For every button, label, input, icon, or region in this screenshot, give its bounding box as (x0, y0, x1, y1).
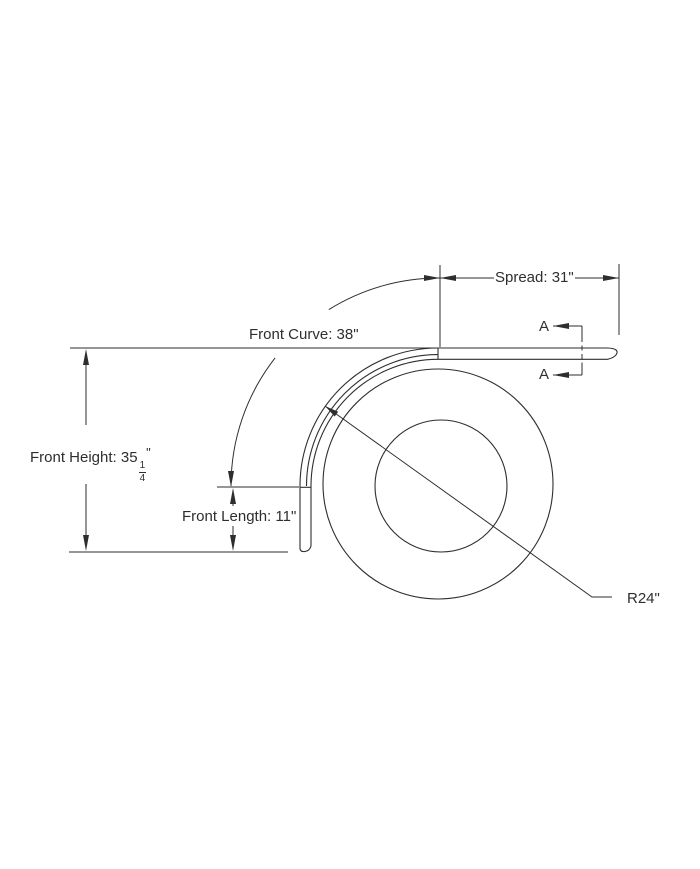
front-height-fraction-denominator: 4 (139, 473, 146, 484)
front-length-dimension (230, 488, 236, 551)
front-height-arrowhead-up (83, 349, 89, 365)
fender-hem-line (305, 354, 438, 487)
front-length-arrowhead-down (230, 535, 236, 551)
hub-circle (374, 419, 508, 553)
spread-label: Spread: 31" (494, 269, 575, 286)
section-markers (553, 323, 583, 378)
section-label-a-bottom: A (539, 366, 550, 383)
section-arrowhead-bottom (553, 372, 569, 378)
front-height-dimension (83, 349, 89, 551)
section-label-a-top: A (539, 318, 550, 335)
spread-arrowhead-right (603, 275, 619, 281)
front-curve-arc-lower (230, 357, 276, 487)
front-height-unit: " (146, 445, 151, 460)
front-curve-label: Front Curve: 38" (248, 326, 360, 343)
front-curve-arrowhead-bottom (228, 471, 234, 487)
spread-dimension (440, 275, 619, 281)
front-length-arrowhead-up (230, 488, 236, 504)
radius-arrowhead (325, 406, 339, 417)
front-curve-arrowhead-top (424, 275, 440, 281)
radius-label: R24" (626, 590, 661, 607)
tire-circle (322, 368, 554, 600)
reference-lines (69, 264, 620, 553)
front-length-label: Front Length: 11" (181, 508, 298, 525)
section-arrowhead-top (553, 323, 569, 329)
fender-outline (299, 347, 618, 553)
radius-leader-line (324, 405, 612, 598)
radius-leader (324, 405, 612, 598)
wheel (322, 368, 554, 600)
spread-arrowhead-left (440, 275, 456, 281)
front-curve-arc-upper (328, 277, 441, 311)
front-curve-dimension (228, 275, 441, 487)
front-height-fraction-numerator: 1 (138, 460, 147, 473)
front-height-text: Front Height: 35 (30, 449, 138, 466)
front-height-arrowhead-down (83, 535, 89, 551)
fender-profile (299, 347, 618, 553)
